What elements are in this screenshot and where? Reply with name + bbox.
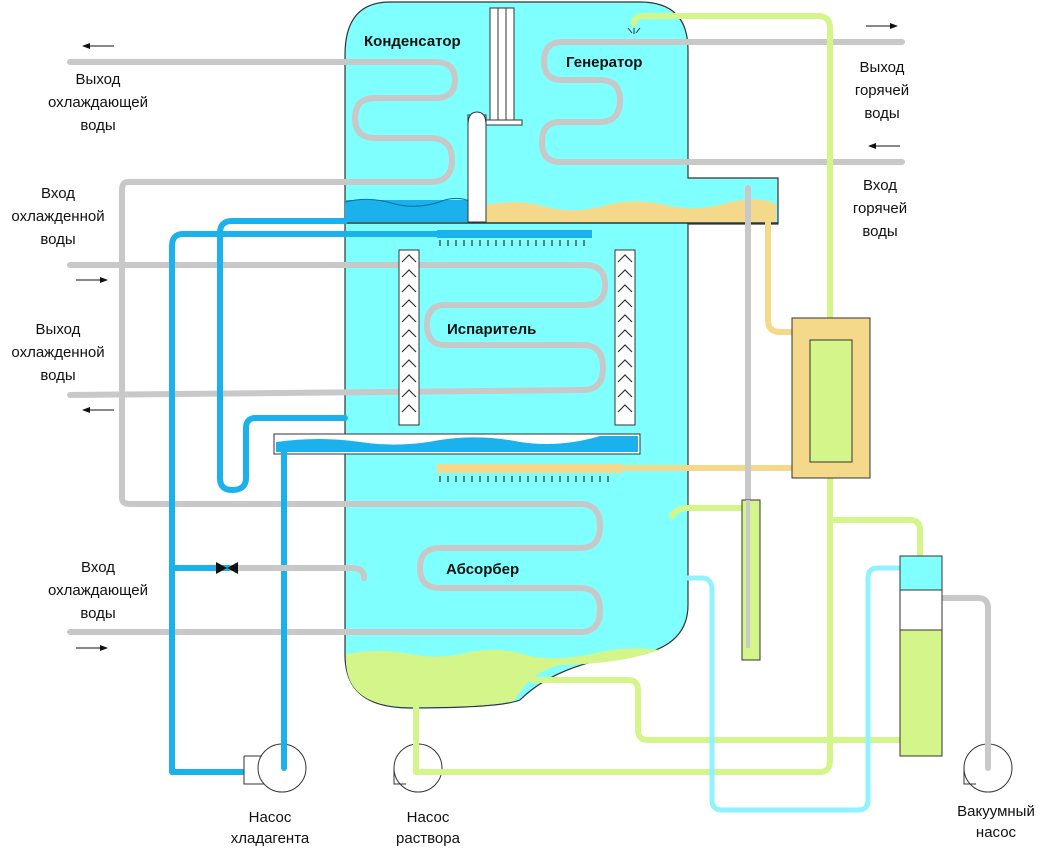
- generator-label: Генератор: [566, 54, 642, 71]
- eliminator-base: [485, 119, 523, 126]
- refrigerant-pump-icon: [243, 743, 307, 793]
- absorber-drain-line: [529, 677, 903, 743]
- solution-pump-inlet: [413, 741, 445, 775]
- spray-nozzles: [439, 240, 585, 246]
- valve-icon: [216, 562, 238, 574]
- svg-text:охлаждающей: охлаждающей: [48, 94, 148, 111]
- cooling-water-in-label: Вход охлаждающей воды: [48, 559, 148, 622]
- arrow-right-icon: [76, 277, 108, 283]
- solution-pump-label: Насос раствора: [396, 809, 461, 847]
- chilled-water-in-label: Вход охлажденной воды: [11, 185, 104, 248]
- level-tube: [741, 499, 761, 661]
- vapor-eliminator: [489, 7, 515, 121]
- absorber-label: Абсорбер: [446, 561, 519, 578]
- svg-text:горячей: горячей: [853, 200, 907, 217]
- svg-text:раствора: раствора: [396, 830, 461, 847]
- generator-coil: [539, 39, 905, 165]
- condenser-liquid-surface: [344, 197, 472, 207]
- purge-line: [685, 565, 921, 813]
- svg-text:воды: воды: [864, 105, 899, 122]
- svg-text:охлажденной: охлажденной: [11, 208, 104, 225]
- evaporator-label: Испаритель: [447, 321, 536, 338]
- purge-chamber-liquid: [899, 629, 943, 757]
- condenser-label: Конденсатор: [364, 33, 461, 50]
- evaporator-eliminator-left: [398, 249, 420, 426]
- svg-text:горячей: горячей: [855, 82, 909, 99]
- refrigerant-line-condenser: [217, 218, 348, 493]
- svg-text:Насос: Насос: [249, 809, 292, 826]
- refrigerant-pump-discharge: [169, 231, 440, 775]
- svg-text:охлажденной: охлажденной: [11, 344, 104, 361]
- evaporator-refrigerant-pool: [276, 436, 638, 452]
- hot-water-out-label: Выход горячей воды: [855, 59, 909, 122]
- cooling-water-out-label: Выход охлаждающей воды: [48, 71, 148, 134]
- svg-text:Выход: Выход: [36, 321, 81, 338]
- generator-solution: [486, 199, 776, 222]
- svg-text:Выход: Выход: [860, 59, 905, 76]
- chimney-cap: [467, 111, 487, 126]
- svg-text:воды: воды: [862, 223, 897, 240]
- arrow-left-icon: [82, 407, 114, 413]
- svg-text:Вход: Вход: [81, 559, 115, 576]
- generator-spray-icon: [627, 27, 641, 34]
- svg-text:Насос: Насос: [407, 809, 450, 826]
- solution-pump-discharge: [417, 467, 833, 775]
- svg-text:Вход: Вход: [41, 185, 75, 202]
- svg-text:воды: воды: [40, 367, 75, 384]
- vacuum-pump-label: Вакуумный насос: [957, 803, 1035, 841]
- concentrate-line: [765, 219, 795, 335]
- absorber-solution-pool: [346, 648, 660, 707]
- absorber-spray-header: [437, 464, 622, 473]
- svg-text:Вход: Вход: [863, 177, 897, 194]
- hot-water-in-label: Вход горячей воды: [853, 177, 907, 240]
- svg-text:Выход: Выход: [76, 71, 121, 88]
- main-vessel: [344, 1, 779, 709]
- solution-to-generator: [631, 13, 833, 323]
- absorber-spray-nozzles: [439, 476, 609, 482]
- arrow-left-icon: [868, 143, 900, 149]
- svg-text:воды: воды: [80, 117, 115, 134]
- arrow-right-icon: [866, 23, 898, 29]
- svg-text:охлаждающей: охлаждающей: [48, 582, 148, 599]
- refrigerant-pump-label: Насос хладагента: [231, 809, 310, 847]
- purge-chamber-gas: [899, 555, 943, 591]
- svg-text:хладагента: хладагента: [231, 830, 310, 847]
- arrow-left-icon: [82, 43, 114, 49]
- purge-solution-line: [669, 505, 755, 519]
- arrow-right-icon: [76, 645, 108, 651]
- evaporator-eliminator-right: [614, 249, 636, 426]
- heat-exchanger-to-purge: [827, 517, 923, 563]
- svg-text:насос: насос: [976, 824, 1017, 841]
- vacuum-line: [939, 595, 991, 747]
- svg-text:воды: воды: [80, 605, 115, 622]
- condenser-tray: [345, 200, 471, 222]
- vapor-chimney: [467, 114, 487, 223]
- svg-text:воды: воды: [40, 231, 75, 248]
- heat-exchanger-tube: [809, 339, 853, 463]
- chilled-water-out-label: Выход охлажденной воды: [11, 321, 104, 384]
- evaporator-spray-header: [437, 230, 592, 238]
- bypass-line: [229, 565, 367, 581]
- evaporator-coil: [67, 262, 608, 398]
- condenser-coil: [67, 59, 603, 635]
- svg-text:Вакуумный: Вакуумный: [957, 803, 1035, 820]
